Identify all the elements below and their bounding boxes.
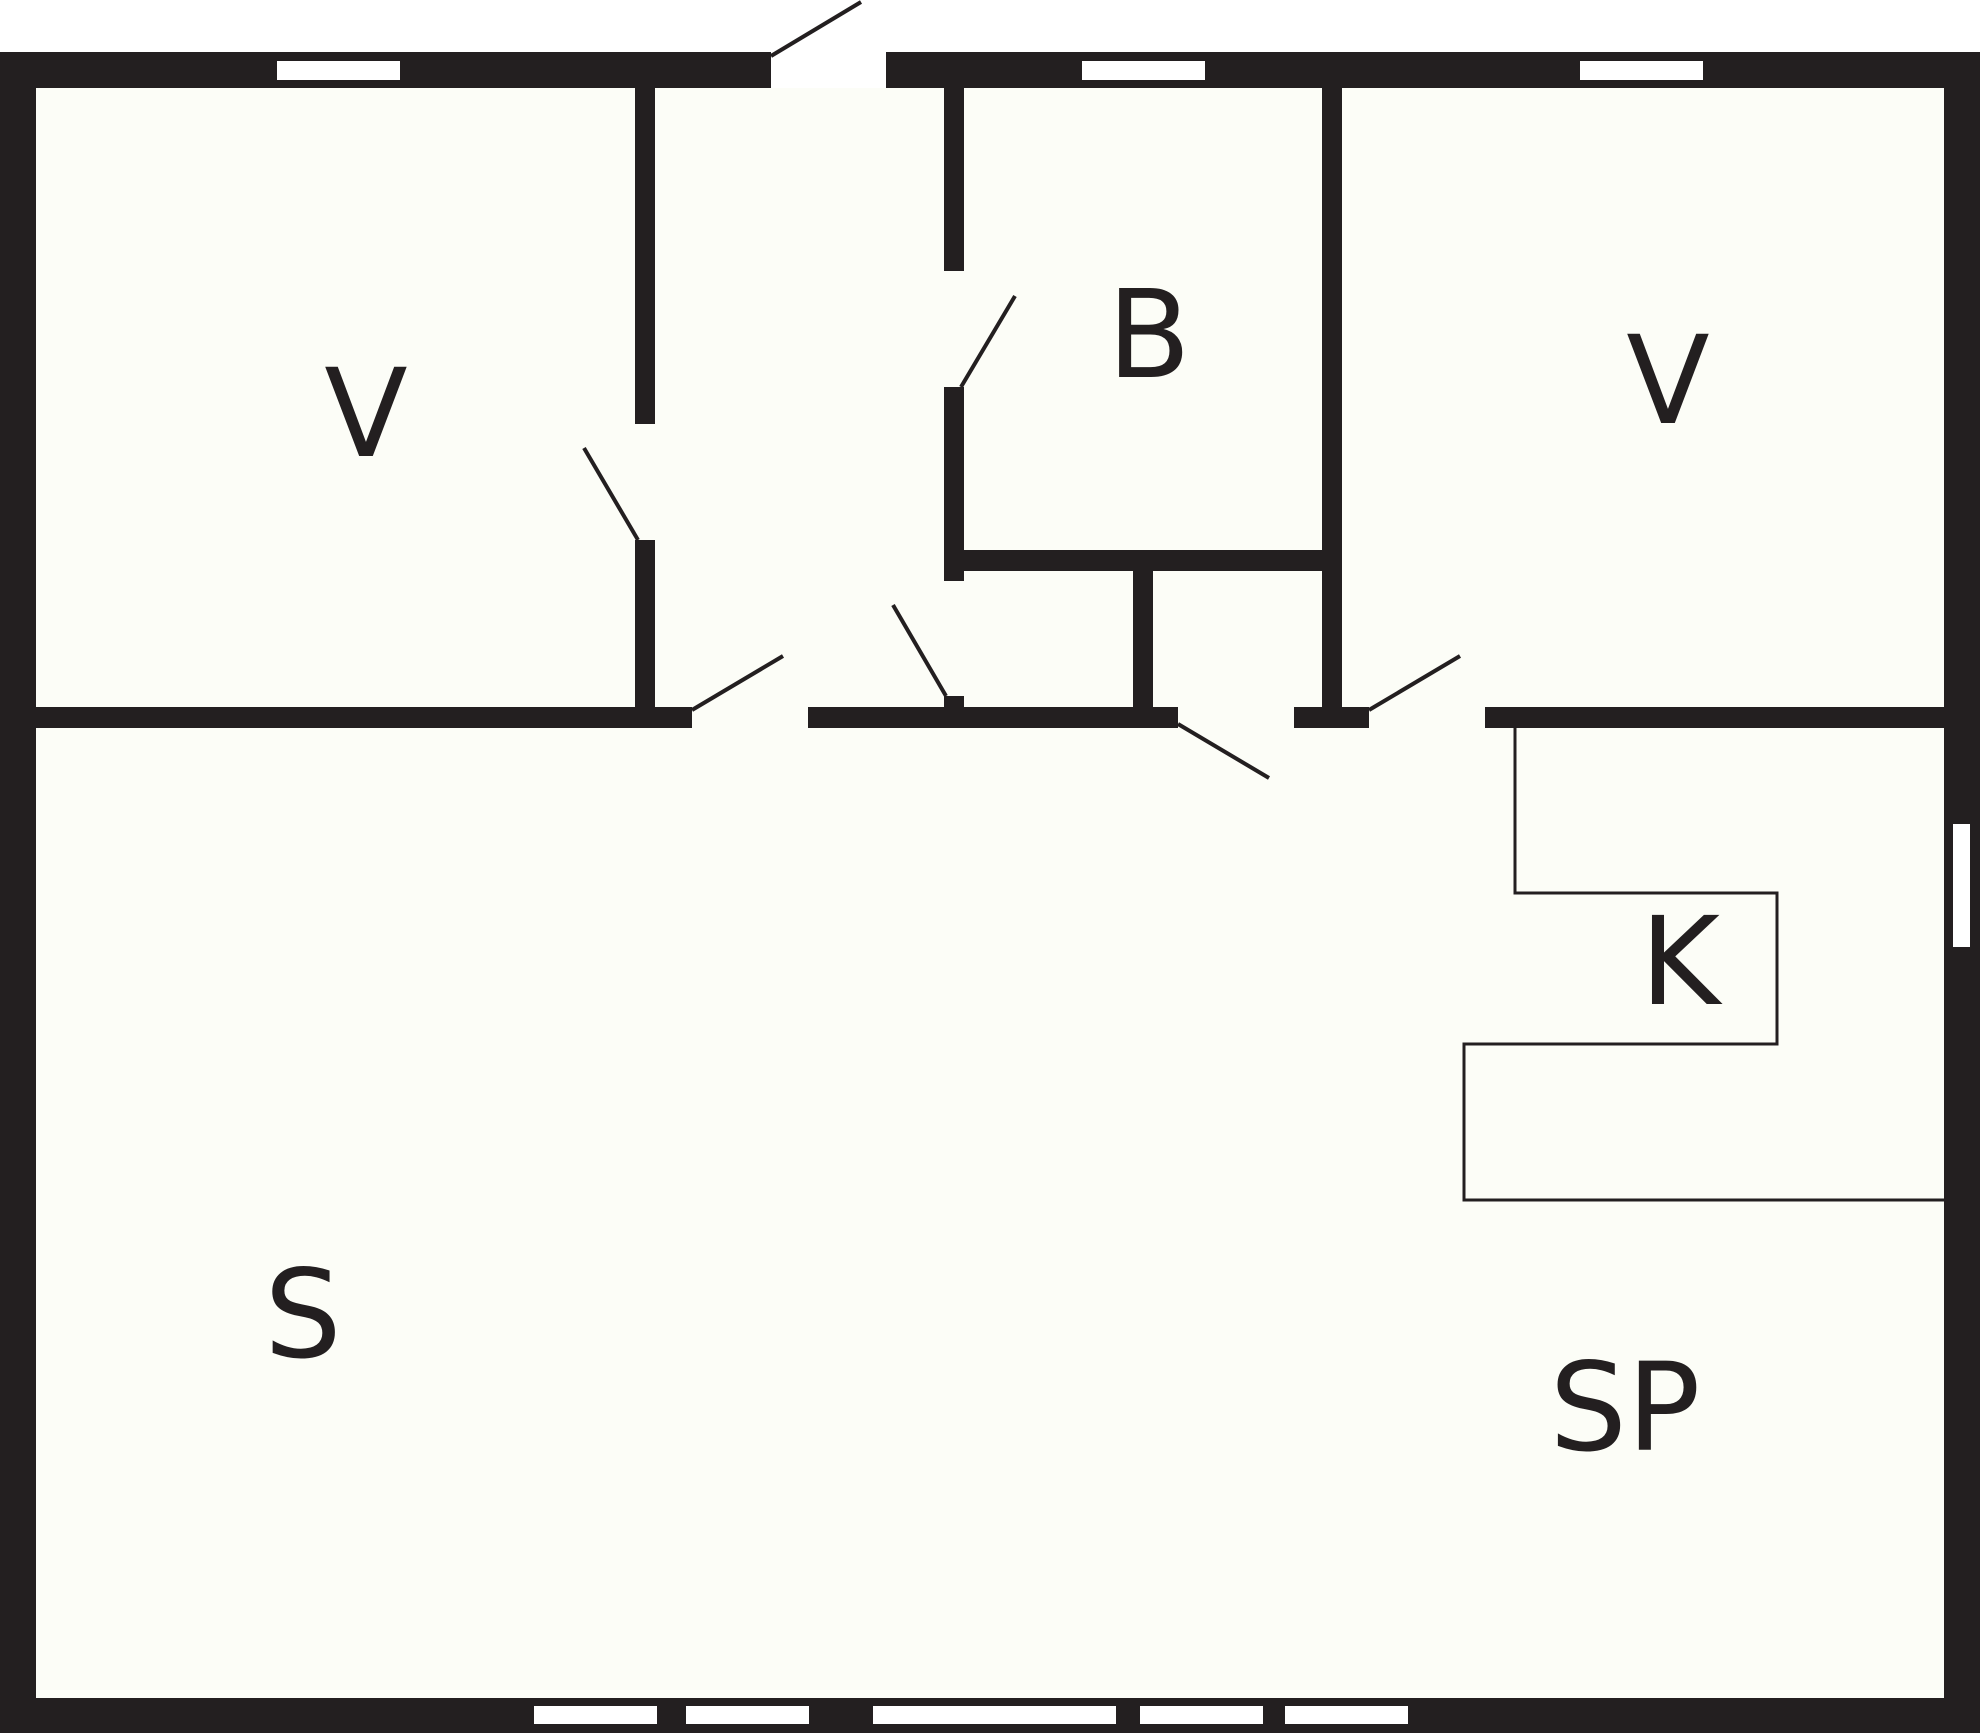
window-bottom-1	[532, 1704, 659, 1726]
window-bottom-5	[1283, 1704, 1410, 1726]
room-label-living: S	[264, 1244, 341, 1386]
window-top-1	[275, 59, 402, 82]
door-closet-left	[891, 603, 948, 698]
window-bottom-4	[1138, 1704, 1265, 1726]
room-label-bedroom-right: V	[1626, 310, 1709, 452]
wall-bath-bottom	[964, 550, 1322, 571]
doors	[582, 0, 1462, 780]
wall-mid-1	[36, 707, 692, 728]
wall-mid-2	[808, 707, 1178, 728]
wall-v1-lower	[635, 540, 655, 707]
window-top-3	[1578, 59, 1705, 82]
room-label-dining: SP	[1549, 1337, 1700, 1479]
wall-v1-upper	[635, 88, 655, 424]
wall-v3	[1322, 88, 1342, 707]
room-label-bedroom-left: V	[324, 343, 407, 485]
door-closet-right	[1176, 722, 1271, 780]
room-label-kitchen: K	[1640, 891, 1723, 1033]
wall-top-right	[886, 52, 1980, 88]
window-bottom-3	[871, 1704, 1118, 1726]
wall-mid-4	[1485, 707, 1944, 728]
wall-v2-top	[944, 88, 964, 271]
room-label-bathroom: B	[1107, 264, 1191, 406]
kitchen-counter	[1462, 728, 1944, 1202]
interior-walls	[36, 88, 1944, 728]
window-bottom-2	[684, 1704, 811, 1726]
wall-mid-3	[1294, 707, 1369, 728]
wall-left	[0, 52, 36, 1733]
wall-closet-divider	[1133, 571, 1153, 707]
window-top-2	[1080, 59, 1207, 82]
door-bathroom	[959, 294, 1017, 389]
wall-v2-mid	[944, 387, 964, 581]
door-hall	[690, 654, 785, 712]
window-right	[1951, 822, 1972, 949]
wall-v2-low	[944, 696, 964, 707]
windows	[275, 59, 1972, 1726]
entry-opening	[771, 52, 886, 88]
door-entry	[769, 0, 863, 58]
door-left-bedroom	[582, 446, 640, 542]
door-right-bedroom	[1367, 654, 1462, 712]
